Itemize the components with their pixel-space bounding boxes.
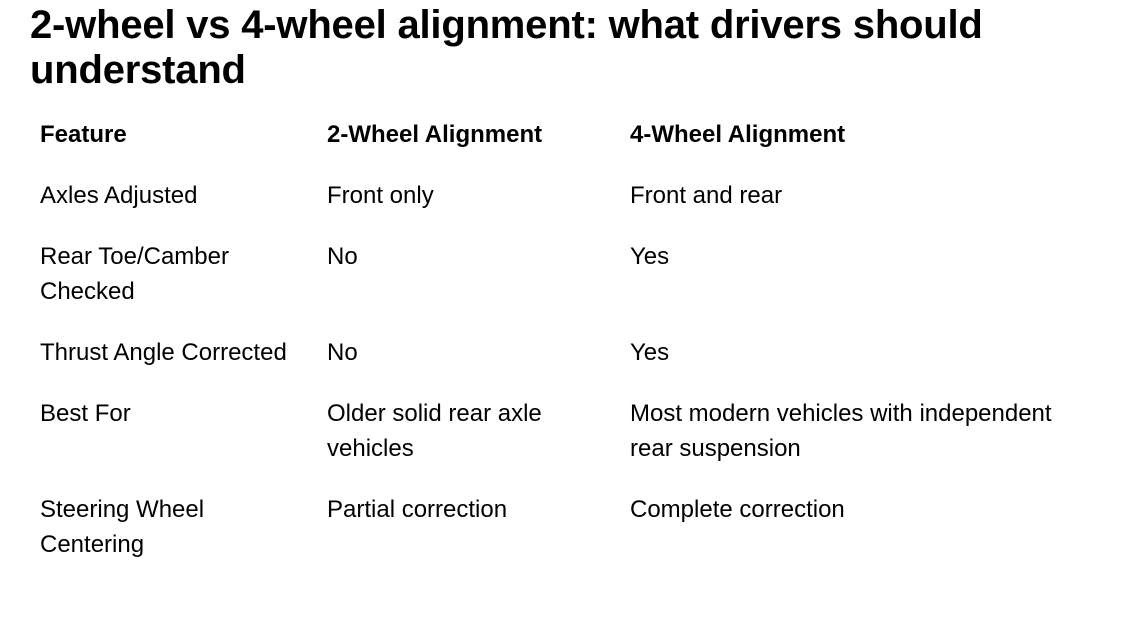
column-header-2-wheel-alignment: 2-Wheel Alignment bbox=[327, 121, 543, 148]
four-wheel-cell: Front and rear bbox=[630, 182, 783, 209]
two-wheel-cell: Front only bbox=[327, 182, 434, 209]
table-row: Best For Older solid rear axle vehicles … bbox=[40, 383, 1101, 479]
four-wheel-cell: Yes bbox=[630, 243, 670, 270]
two-wheel-cell: No bbox=[327, 339, 358, 366]
column-header-feature: Feature bbox=[40, 121, 127, 148]
four-wheel-cell: Complete correction bbox=[630, 496, 845, 523]
four-wheel-cell: Most modern vehicles with independent re… bbox=[630, 400, 1052, 462]
table-row: Steering Wheel Centering Partial correct… bbox=[40, 479, 1101, 575]
table-header-row: Feature 2-Wheel Alignment 4-Wheel Alignm… bbox=[40, 104, 1101, 165]
feature-cell: Best For bbox=[40, 400, 131, 427]
alignment-comparison-table: Feature 2-Wheel Alignment 4-Wheel Alignm… bbox=[40, 104, 1101, 575]
four-wheel-cell: Yes bbox=[630, 339, 670, 366]
column-header-4-wheel-alignment: 4-Wheel Alignment bbox=[630, 121, 846, 148]
page-title: 2-wheel vs 4-wheel alignment: what drive… bbox=[30, 3, 983, 92]
table-row: Rear Toe/Camber Checked No Yes bbox=[40, 226, 1101, 322]
two-wheel-cell: No bbox=[327, 243, 358, 270]
two-wheel-cell: Older solid rear axle vehicles bbox=[327, 400, 542, 462]
feature-cell: Rear Toe/Camber Checked bbox=[40, 243, 229, 305]
two-wheel-cell: Partial correction bbox=[327, 496, 508, 523]
table-row: Thrust Angle Corrected No Yes bbox=[40, 322, 1101, 383]
feature-cell: Thrust Angle Corrected bbox=[40, 339, 287, 366]
feature-cell: Steering Wheel Centering bbox=[40, 496, 205, 558]
table-row: Axles Adjusted Front only Front and rear bbox=[40, 165, 1101, 226]
feature-cell: Axles Adjusted bbox=[40, 182, 198, 209]
